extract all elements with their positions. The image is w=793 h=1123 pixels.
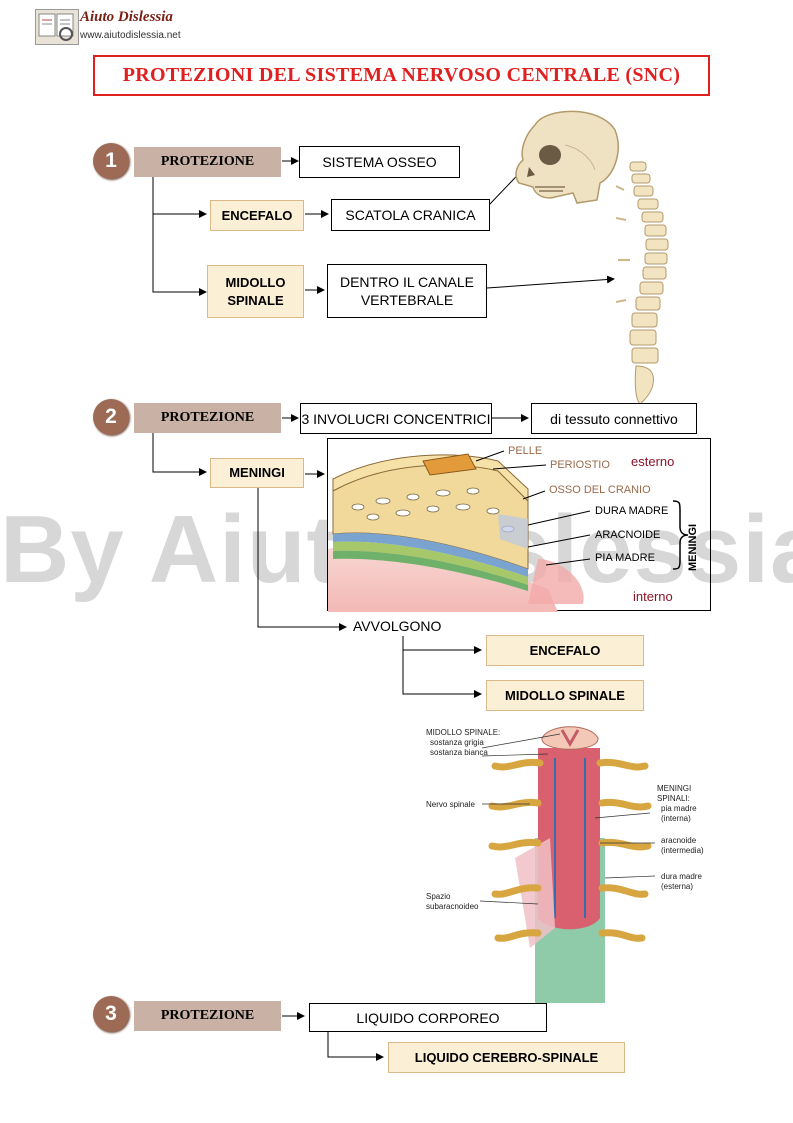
canale-line-2: VERTEBRALE <box>360 292 454 308</box>
label-esterno: esterno <box>631 454 675 469</box>
section-number-3: 3 <box>93 996 129 1032</box>
label-subaracnoideo: subaracnoideo <box>426 902 479 911</box>
label-osso-cranio: OSSO DEL CRANIO <box>549 484 651 496</box>
label-sostanza-grigia: sostanza grigia <box>430 738 484 747</box>
liquido-cerebro-spinale-box: LIQUIDO CEREBRO-SPINALE <box>388 1042 625 1073</box>
spine-image <box>615 161 669 405</box>
label-periostio: PERIOSTIO <box>550 459 610 471</box>
label-interna: (interna) <box>661 814 691 823</box>
section-number-2: 2 <box>93 399 129 435</box>
midollo-box-1: MIDOLLO SPINALE <box>207 265 304 318</box>
label-aracnoide: ARACNOIDE <box>595 529 661 541</box>
logo-title: Aiuto Dislessia <box>80 9 173 25</box>
protezione-3: PROTEZIONE <box>134 1001 281 1031</box>
label-intermedia: (intermedia) <box>661 846 704 855</box>
logo-url: www.aiutodislessia.net <box>80 30 181 41</box>
meninges-illustration <box>328 450 689 612</box>
encefalo-box-2: ENCEFALO <box>486 635 644 666</box>
sistema-osseo-box: SISTEMA OSSEO <box>299 146 460 178</box>
label-pia-madre-interna: pia madre <box>661 804 697 813</box>
meningi-box: MENINGI <box>210 458 304 488</box>
canale-line-1: DENTRO IL CANALE <box>339 274 475 290</box>
liquido-corporeo-box: LIQUIDO CORPOREO <box>309 1003 547 1032</box>
scatola-cranica-box: SCATOLA CRANICA <box>331 199 490 231</box>
encefalo-box-1: ENCEFALO <box>210 200 304 231</box>
label-spazio: Spazio <box>426 892 451 901</box>
label-interno: interno <box>633 589 673 604</box>
spinal-cord-figure: MIDOLLO SPINALE: sostanza grigia sostanz… <box>420 718 720 1003</box>
label-sostanza-bianca: sostanza bianca <box>430 748 488 757</box>
skull-image <box>515 110 619 204</box>
section-number-1: 1 <box>93 143 129 179</box>
protezione-1: PROTEZIONE <box>134 147 281 177</box>
label-dura-madre-esterna: dura madre <box>661 872 702 881</box>
spinal-cord-illustration <box>479 726 656 1003</box>
label-meningi-side: MENINGI <box>687 523 699 571</box>
label-esterna: (esterna) <box>661 882 694 891</box>
label-dura-madre: DURA MADRE <box>595 505 669 517</box>
label-pia-madre: PIA MADRE <box>595 552 655 564</box>
meninges-diagram: PELLE PERIOSTIO esterno OSSO DEL CRANIO … <box>327 438 711 612</box>
label-pelle: PELLE <box>508 445 543 457</box>
label-midollo-spinale: MIDOLLO SPINALE: <box>426 728 501 737</box>
tessuto-box: di tessuto connettivo <box>531 403 697 434</box>
midollo-box-2: MIDOLLO SPINALE <box>486 680 644 711</box>
involucri-box: 3 INVOLUCRI CONCENTRICI <box>300 403 492 434</box>
label-aracnoide-intermedia: aracnoide <box>661 836 697 845</box>
page-title: PROTEZIONI DEL SISTEMA NERVOSO CENTRALE … <box>122 64 681 86</box>
label-meningi-spinali-2: SPINALI: <box>657 794 690 803</box>
avvolgono-label: AVVOLGONO <box>353 618 442 634</box>
label-meningi-spinali-1: MENINGI <box>657 784 692 793</box>
canale-vertebrale-box: DENTRO IL CANALE VERTEBRALE <box>327 264 487 318</box>
protezione-2: PROTEZIONE <box>134 403 281 433</box>
logo-image <box>35 9 79 45</box>
midollo-line-2: SPINALE <box>227 292 284 308</box>
midollo-line-1: MIDOLLO <box>225 274 286 290</box>
title-box: PROTEZIONI DEL SISTEMA NERVOSO CENTRALE … <box>93 55 710 96</box>
label-nervo-spinale: Nervo spinale <box>426 800 475 809</box>
